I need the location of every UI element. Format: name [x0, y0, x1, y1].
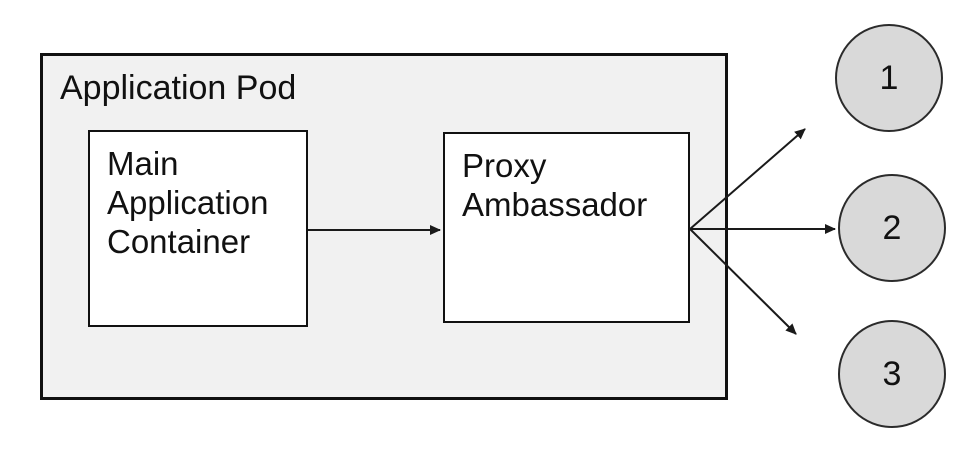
endpoint-circle-2: 2 — [838, 174, 946, 282]
endpoint-circle-3: 3 — [838, 320, 946, 428]
endpoint-2-label: 2 — [882, 208, 902, 247]
application-pod-label: Application Pod — [60, 69, 297, 107]
node-proxy-ambassador-label: Proxy Ambassador — [462, 147, 648, 223]
node-main-application-container: Main Application Container — [88, 130, 308, 327]
endpoint-3-label: 3 — [882, 354, 902, 393]
node-main-application-container-label: Main Application Container — [107, 145, 269, 260]
node-proxy-ambassador: Proxy Ambassador — [443, 132, 690, 323]
endpoint-circle-1: 1 — [835, 24, 943, 132]
endpoint-1-label: 1 — [879, 58, 899, 97]
